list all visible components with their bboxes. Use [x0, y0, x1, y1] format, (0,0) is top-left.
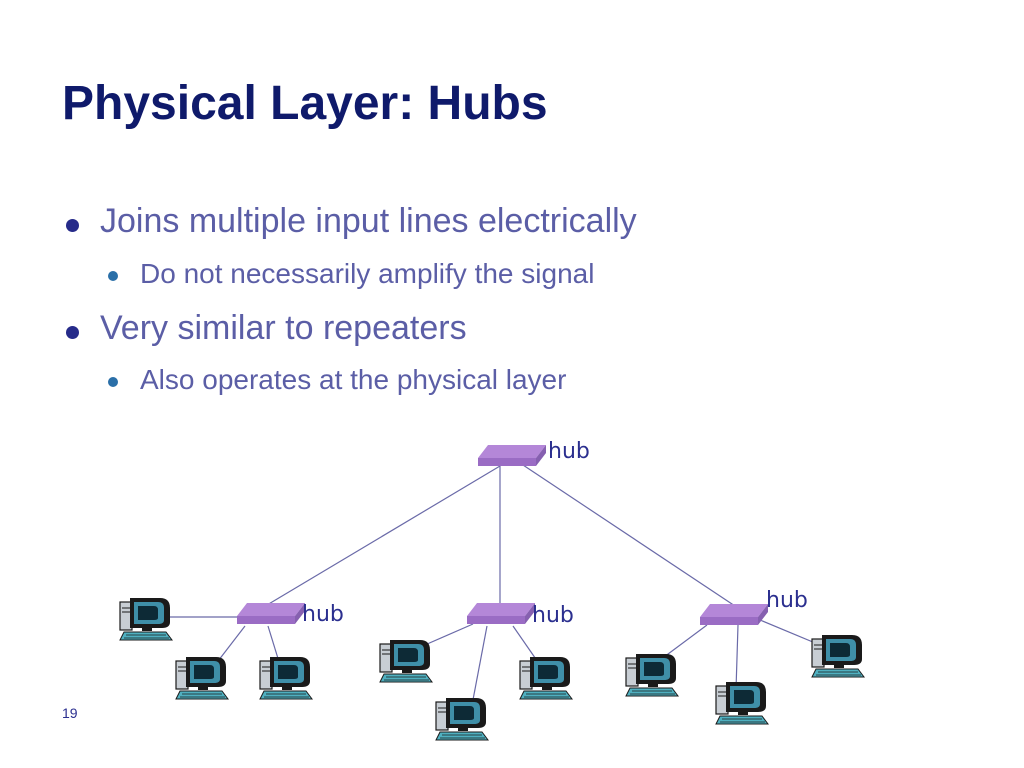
- hub-label: hub: [302, 602, 344, 627]
- hub-label: hub: [532, 603, 574, 628]
- right-hub: hub: [700, 588, 808, 625]
- bullet-dot: [66, 326, 79, 339]
- hub-icon: [237, 603, 305, 624]
- computer-icon: [715, 681, 769, 725]
- computer-icon: [625, 653, 679, 697]
- left-hub: hub: [237, 602, 344, 627]
- computer-icon: [259, 656, 313, 700]
- sub-bullet-dot: [108, 377, 118, 387]
- hub-label: hub: [766, 588, 808, 613]
- computer-icon: [175, 656, 229, 700]
- computer-icon: [379, 639, 433, 683]
- top-hub: hub: [478, 439, 590, 466]
- hub-icon: [467, 603, 535, 624]
- middle-hub: hub: [467, 603, 574, 628]
- bullet-dot: [66, 219, 79, 232]
- slide-title: Physical Layer: Hubs: [62, 77, 548, 130]
- bullet-1-text: Joins multiple input lines electrically: [100, 202, 637, 240]
- bullet-2-sub-1-text: Also operates at the physical layer: [140, 364, 567, 395]
- sub-bullet-dot: [108, 271, 118, 281]
- computer-icon: [811, 634, 865, 678]
- hub-icon: [478, 445, 546, 466]
- computer-icon: [519, 656, 573, 700]
- hub-label: hub: [548, 439, 590, 464]
- hub-icon: [700, 604, 768, 625]
- bullet-1-sub-1-text: Do not necessarily amplify the signal: [140, 258, 595, 289]
- slide-number: 19: [62, 705, 78, 721]
- computer-icon: [435, 697, 489, 741]
- computer-icon: [119, 597, 173, 641]
- bullet-2-text: Very similar to repeaters: [100, 309, 467, 347]
